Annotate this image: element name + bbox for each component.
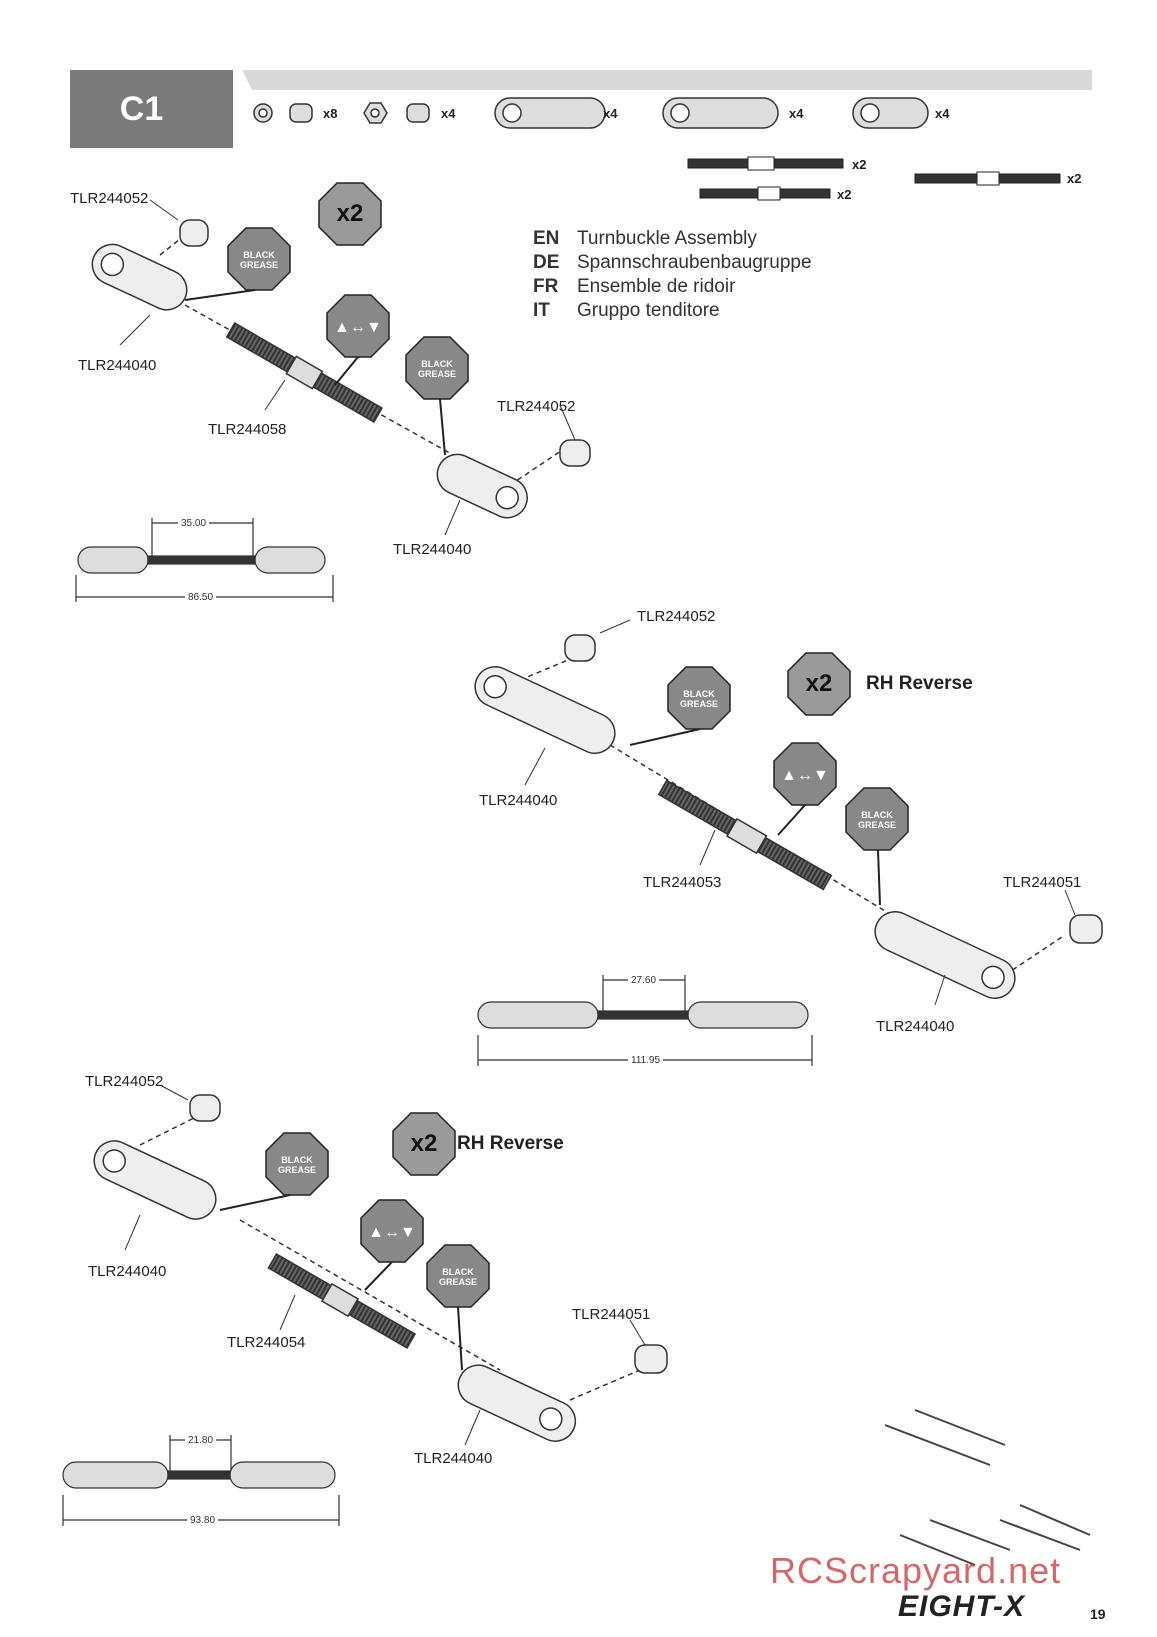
qty-badge-octagon bbox=[392, 1112, 456, 1176]
kit-qty: x4 bbox=[935, 106, 950, 121]
part-number: TLR244058 bbox=[208, 421, 287, 438]
grease-octagon bbox=[667, 666, 731, 730]
dimension-inner: 21.80 bbox=[185, 1435, 217, 1446]
qty-badge: x2 bbox=[805, 670, 833, 697]
ball-stud-part bbox=[289, 103, 313, 123]
turnbuckle-part bbox=[225, 322, 383, 423]
part-number: TLR244040 bbox=[876, 1018, 955, 1035]
ball-stud-part bbox=[564, 634, 596, 662]
part-number: TLR244054 bbox=[227, 1334, 306, 1351]
title-fr: Ensemble de ridoir bbox=[577, 276, 736, 297]
ball-stud-part bbox=[179, 219, 209, 247]
part-number: TLR244040 bbox=[414, 1450, 493, 1467]
lang-code-it: IT bbox=[533, 300, 550, 321]
part-number: TLR244052 bbox=[637, 608, 716, 625]
turnbuckle-part bbox=[657, 779, 833, 891]
adjust-arrow-glyph: ▲↔▼ bbox=[781, 767, 829, 784]
part-number: TLR244052 bbox=[70, 190, 149, 207]
adjust-octagon bbox=[326, 294, 390, 358]
dimension-inner: 35.00 bbox=[178, 518, 210, 529]
rod-end-part bbox=[436, 453, 528, 519]
finished-turnbuckles bbox=[884, 1409, 1091, 1566]
rod-end-part bbox=[93, 1140, 217, 1220]
dimension-diagram-1 bbox=[75, 518, 334, 602]
nut-stud-part bbox=[1069, 914, 1103, 944]
title-de: Spannschraubenbaugruppe bbox=[577, 252, 812, 273]
rod-end-part bbox=[874, 911, 1016, 999]
rh-reverse-label: RH Reverse bbox=[457, 1133, 564, 1154]
kit-qty: x4 bbox=[603, 106, 618, 121]
lang-code-en: EN bbox=[533, 228, 560, 249]
adjust-arrow-glyph: ▲↔▼ bbox=[368, 1224, 416, 1241]
ball-stud-part bbox=[559, 439, 591, 467]
part-number: TLR244040 bbox=[479, 792, 558, 809]
nut-stud-part bbox=[634, 1344, 668, 1374]
rod-end-part-2 bbox=[662, 97, 779, 129]
rod-end-part bbox=[474, 666, 616, 754]
title-en: Turnbuckle Assembly bbox=[577, 228, 757, 249]
grease-octagon bbox=[227, 227, 291, 291]
part-number: TLR244051 bbox=[572, 1306, 651, 1323]
grease-octagon bbox=[426, 1244, 490, 1308]
kit-qty: x8 bbox=[323, 106, 338, 121]
grease-octagon bbox=[845, 787, 909, 851]
kit-qty: x2 bbox=[852, 157, 867, 172]
qty-badge-octagon bbox=[318, 182, 382, 246]
qty-badge-octagon bbox=[787, 652, 851, 716]
dimension-overall: 111.95 bbox=[628, 1055, 664, 1066]
dimension-overall: 93.80 bbox=[187, 1515, 219, 1526]
ball-stud-part bbox=[189, 1094, 221, 1122]
kit-qty: x4 bbox=[441, 106, 456, 121]
dimension-inner: 27.60 bbox=[628, 975, 660, 986]
assembly-3 bbox=[93, 1094, 668, 1442]
part-number: TLR244053 bbox=[643, 874, 722, 891]
grease-octagon bbox=[265, 1132, 329, 1196]
kit-qty: x2 bbox=[837, 187, 852, 202]
assembly-2 bbox=[474, 634, 1103, 999]
step-label: C1 bbox=[119, 89, 164, 128]
adjust-octagon bbox=[360, 1199, 424, 1263]
qty-badge: x2 bbox=[336, 200, 364, 227]
kit-qty: x4 bbox=[789, 106, 804, 121]
rod-end-part-1 bbox=[494, 97, 606, 129]
dimension-diagram-3 bbox=[62, 1435, 340, 1526]
rod-end-part bbox=[91, 243, 188, 311]
title-it: Gruppo tenditore bbox=[577, 300, 720, 321]
part-number: TLR244052 bbox=[497, 398, 576, 415]
part-number: TLR244040 bbox=[78, 357, 157, 374]
qty-badge: x2 bbox=[410, 1130, 438, 1157]
assembly-1 bbox=[91, 219, 591, 519]
lang-code-fr: FR bbox=[533, 276, 559, 297]
adjust-octagon bbox=[773, 742, 837, 806]
dimension-diagram-2 bbox=[477, 975, 813, 1066]
grease-octagon bbox=[405, 336, 469, 400]
lang-code-de: DE bbox=[533, 252, 560, 273]
rod-end-part bbox=[457, 1364, 577, 1442]
adjust-arrow-glyph: ▲↔▼ bbox=[334, 319, 382, 336]
kit-qty: x2 bbox=[1067, 171, 1082, 186]
watermark: RCScrapyard.net bbox=[770, 1550, 1062, 1591]
rh-reverse-label: RH Reverse bbox=[866, 673, 973, 694]
dimension-overall: 86.50 bbox=[185, 592, 217, 603]
part-number: TLR244040 bbox=[393, 541, 472, 558]
page-number: 19 bbox=[1090, 1606, 1106, 1622]
part-number: TLR244040 bbox=[88, 1263, 167, 1280]
part-number: TLR244052 bbox=[85, 1073, 164, 1090]
ball-stud-flanged-part bbox=[406, 103, 430, 123]
brand-logo: EIGHT-X bbox=[898, 1590, 1026, 1623]
turnbuckle-part bbox=[267, 1253, 417, 1349]
part-number: TLR244051 bbox=[1003, 874, 1082, 891]
